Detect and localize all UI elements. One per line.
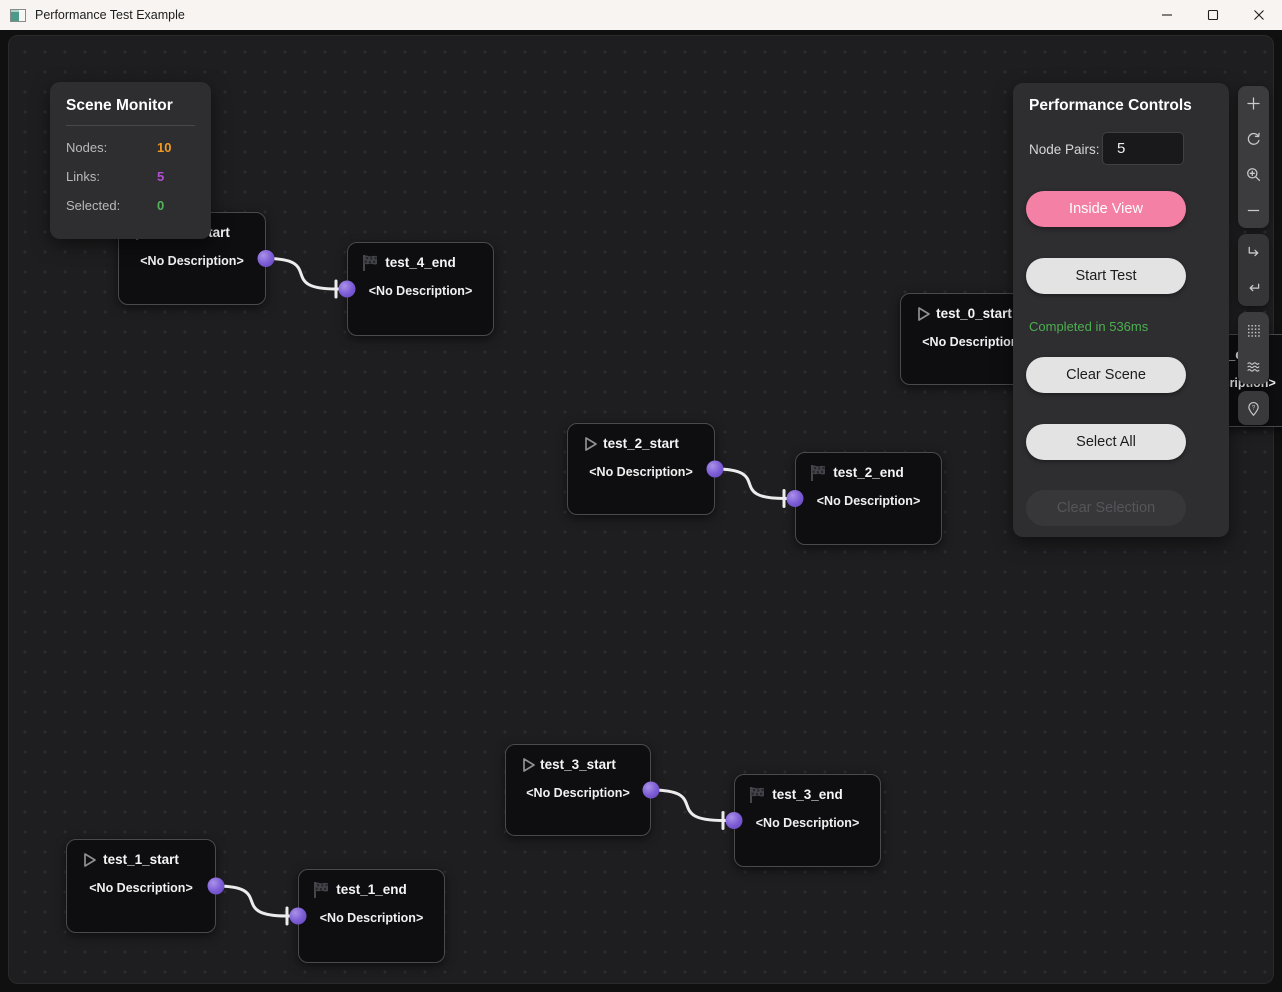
zoom-out-minus-button[interactable]	[1238, 193, 1269, 227]
node-test_4_end[interactable]: test_4_end <No Description>	[347, 242, 494, 336]
waves-icon	[1247, 361, 1260, 372]
app-icon	[10, 8, 26, 22]
node-description: <No Description>	[319, 911, 424, 925]
node-description: <No Description>	[368, 284, 473, 298]
node-description: <No Description>	[922, 335, 1026, 349]
node-title: test_3_end	[772, 787, 843, 802]
stat-value: 10	[157, 140, 172, 155]
node-title: test_0_start	[936, 306, 1012, 321]
toggle-waves-button[interactable]	[1238, 349, 1269, 383]
stat-value: 0	[157, 198, 165, 213]
node-description: <No Description>	[89, 881, 193, 895]
node-title: test_1_end	[336, 882, 407, 897]
jump-arrow-icon	[1248, 246, 1259, 256]
performance-controls-panel: Performance Controls Node Pairs: Inside …	[1013, 83, 1229, 537]
zoom-in-plus-button[interactable]	[1238, 87, 1269, 121]
toggle-grid-button[interactable]	[1238, 313, 1269, 347]
dot-grid-icon	[1248, 324, 1260, 337]
node-test_1_start[interactable]: test_1_start <No Description>	[66, 839, 216, 933]
play-icon	[580, 434, 600, 459]
node-title: test_1_start	[103, 852, 179, 867]
step-back-button[interactable]	[1238, 271, 1269, 305]
node-pairs-input[interactable]	[1102, 132, 1184, 165]
minimize-button[interactable]	[1144, 0, 1190, 30]
map-pin-question-icon: ?	[1248, 401, 1259, 416]
clear-selection-button[interactable]: Clear Selection	[1026, 490, 1186, 526]
close-button[interactable]	[1236, 0, 1282, 30]
node-description: <No Description>	[816, 494, 921, 508]
divider	[66, 125, 195, 126]
step-into-button[interactable]	[1238, 235, 1269, 269]
return-arrow-icon	[1249, 283, 1260, 291]
node-description: <No Description>	[589, 465, 693, 479]
select-all-button[interactable]: Select All	[1026, 424, 1186, 460]
minus-icon	[1247, 209, 1260, 211]
reset-view-button[interactable]	[1238, 122, 1269, 156]
plus-icon	[1247, 97, 1260, 110]
help-pin-button[interactable]: ?	[1238, 391, 1269, 425]
checkered-flag-icon	[360, 253, 380, 278]
node-description: <No Description>	[140, 254, 244, 268]
node-title: test_3_start	[540, 757, 616, 772]
node-test_2_end[interactable]: test_2_end <No Description>	[795, 452, 942, 545]
test-status-text: Completed in 536ms	[1029, 319, 1149, 334]
node-test_2_start[interactable]: test_2_start <No Description>	[567, 423, 715, 515]
toolbar-navigation-group	[1238, 234, 1269, 306]
checkered-flag-icon	[311, 880, 331, 905]
toolbar-help-group: ?	[1238, 391, 1269, 425]
refresh-icon	[1247, 132, 1260, 145]
clear-scene-button[interactable]: Clear Scene	[1026, 357, 1186, 393]
node-description: <No Description>	[755, 816, 860, 830]
maximize-button[interactable]	[1190, 0, 1236, 30]
stat-label: Selected:	[66, 198, 121, 213]
node-pairs-label: Node Pairs:	[1029, 142, 1100, 157]
node-test_1_end[interactable]: test_1_end <No Description>	[298, 869, 445, 963]
node-description: <No Description>	[526, 786, 630, 800]
performance-controls-title: Performance Controls	[1029, 97, 1192, 114]
window-title: Performance Test Example	[35, 8, 185, 22]
stat-value: 5	[157, 169, 165, 184]
toolbar-display-group	[1238, 312, 1269, 384]
node-title: test_4_end	[385, 255, 456, 270]
zoom-to-fit-button[interactable]	[1238, 158, 1269, 192]
stat-row-nodes: Nodes: 10	[66, 140, 195, 155]
node-title: test_2_end	[833, 465, 904, 480]
node-title: test_2_start	[603, 436, 679, 451]
start-test-button[interactable]: Start Test	[1026, 258, 1186, 294]
scene-monitor-panel: Scene Monitor Nodes: 10 Links: 5 Selecte…	[50, 82, 211, 239]
play-icon	[79, 850, 99, 875]
stat-row-links: Links: 5	[66, 169, 195, 184]
scene-monitor-title: Scene Monitor	[66, 97, 173, 114]
stat-label: Nodes:	[66, 140, 108, 155]
toolbar-zoom-group	[1238, 86, 1269, 228]
node-test_3_end[interactable]: test_3_end <No Description>	[734, 774, 881, 867]
stat-row-selected: Selected: 0	[66, 198, 195, 213]
checkered-flag-icon	[747, 785, 767, 810]
node-test_3_start[interactable]: test_3_start <No Description>	[505, 744, 651, 836]
play-icon	[518, 755, 538, 780]
play-icon	[913, 304, 933, 329]
checkered-flag-icon	[808, 463, 828, 488]
magnifier-plus-icon	[1247, 168, 1261, 182]
svg-text:?: ?	[1252, 404, 1256, 411]
title-bar: Performance Test Example	[0, 0, 1282, 30]
inside-view-button[interactable]: Inside View	[1026, 191, 1186, 227]
stat-label: Links:	[66, 169, 100, 184]
